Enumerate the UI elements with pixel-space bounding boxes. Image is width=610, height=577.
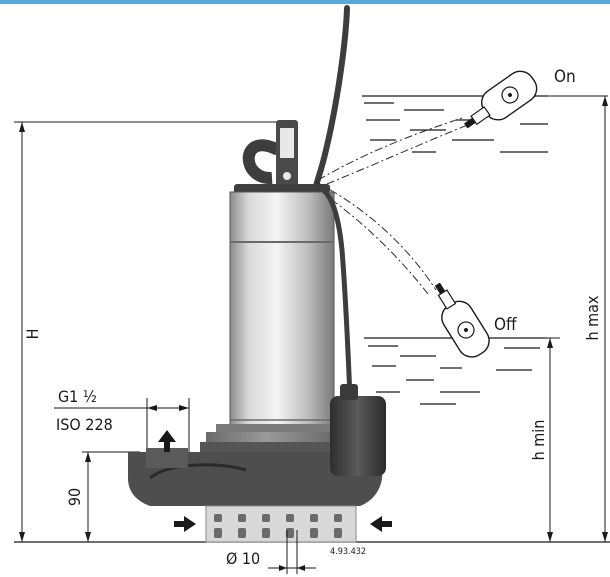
outlet-dimension: G1 ½ ISO 228	[54, 387, 190, 460]
inlet-arrow-right	[370, 516, 392, 532]
pump-body	[128, 120, 383, 543]
label-iso-228: ISO 228	[56, 415, 113, 434]
outlet-flow-arrow	[158, 430, 176, 452]
label-thread-g1-half: G1 ½	[58, 387, 97, 406]
float-switch-on-position	[464, 70, 538, 129]
float-switch-off-position	[434, 282, 490, 358]
h-max-dimension: h max	[540, 95, 608, 542]
float-swing-path-on	[311, 117, 471, 191]
header-accent-line	[0, 0, 610, 4]
water-surface-low	[364, 337, 546, 405]
label-diameter-10: Ø 10	[226, 549, 260, 568]
inlet-arrow-left	[174, 516, 196, 532]
diameter-dimension: Ø 10	[226, 530, 316, 574]
drawing-number: 4.93.432	[330, 547, 366, 557]
float-switch-parked	[330, 384, 386, 476]
label-off: Off	[494, 315, 517, 335]
label-H: H	[23, 329, 42, 340]
h-min-dimension: h min	[480, 337, 560, 542]
float-cable	[315, 183, 353, 399]
label-90: 90	[65, 488, 84, 506]
power-cable	[313, 5, 350, 189]
label-on: On	[554, 67, 576, 87]
height-dimension-H: H	[14, 121, 280, 542]
label-h-max: h max	[583, 295, 602, 341]
label-h-min: h min	[529, 420, 548, 461]
